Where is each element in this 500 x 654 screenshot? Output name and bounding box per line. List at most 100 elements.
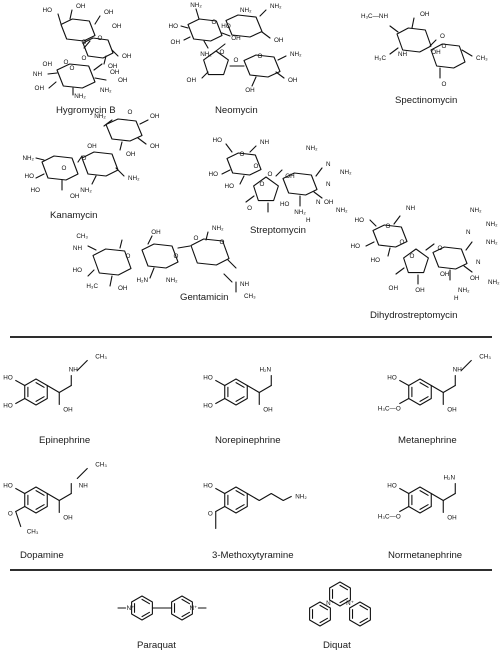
caption-dopamine: Dopamine [20,550,64,561]
substituent-bond [389,47,399,55]
substituent-bond [93,63,103,71]
sugar-ring-bond [190,238,230,266]
substituent-bond [183,36,191,41]
aromatic-bond [339,597,349,604]
sugar-ring-bond [432,246,468,270]
atom-label: HO [203,375,213,382]
caption-hygromycin-b: Hygromycin B [56,105,116,116]
atom-label: OH [187,77,197,84]
ring-bond [349,601,371,627]
atom-label: OH [389,285,399,292]
substituent-bond [365,241,375,247]
sugar-ring-bond [243,54,281,78]
atom-label: NH₂ [240,7,252,14]
atom-label: OH [274,37,284,44]
caption-gentamicin: Gentamicin [180,292,229,303]
atom-label: NH [406,205,416,212]
atom-label: O [70,65,75,72]
substituent-bond [47,72,58,75]
caption-3-methoxytyramine: 3-Methoxytyramine [212,550,294,561]
atom-label: O [442,43,447,50]
atom-label: OH [112,23,122,30]
atom-label: O [440,33,445,40]
atom-label: OH [63,515,73,522]
atom-label: OH [288,77,298,84]
atom-label: O [438,245,443,252]
substituent-bond [425,243,435,251]
atom-label: O [126,253,131,260]
aromatic-bond [141,611,151,618]
aromatic-bond [35,504,45,510]
aromatic-bond [235,504,245,510]
sugar-ring-bond [56,63,96,89]
chain-bond [399,505,410,513]
atom-label: H [306,217,311,224]
atom-label: OH [171,39,181,46]
atom-label: NH₂ [340,169,352,176]
atom-label: CH₃ [95,462,107,469]
atom-label: NH₂ [128,175,140,182]
substituent-bond [261,31,271,39]
atom-label: OH [447,407,457,414]
atom-label: OH [285,173,295,180]
atom-label: N⁺ [189,605,197,612]
atom-label: NH₂ [488,279,500,286]
atom-label: HO [25,173,35,180]
atom-label: OH [118,285,128,292]
atom-label: O [82,155,87,162]
atom-label: O [208,511,213,518]
atom-label: N⁺ [326,600,334,607]
structure-neomycin [180,8,287,87]
atom-label: NH [260,139,270,146]
atom-label: HO [43,7,53,14]
structure-paraquat [117,595,207,621]
atom-label: O [410,253,415,260]
atom-label: NH₂ [486,221,498,228]
chain-bond [215,397,226,405]
atom-label: HO [387,375,397,382]
sugar-ring-bond [105,118,143,142]
atom-label: OH [63,407,73,414]
atom-label: OH [420,11,430,18]
atom-label: NH₂ [22,155,34,162]
chain-bond [76,359,88,372]
structure-streptomycin [221,143,323,213]
atom-label: HO [3,375,13,382]
substituent-bond [387,247,391,257]
chain-bond [215,487,226,495]
atom-label: OH [35,85,45,92]
structure-norepinephrine [215,374,272,406]
atom-label: NH₂ [270,3,282,10]
atom-label: OH [431,49,441,56]
atom-label: OH [104,9,114,16]
substituent-bond [369,219,377,227]
substituent-bond [221,32,231,37]
substituent-bond [259,9,267,17]
caption-metanephrine: Metanephrine [398,435,457,446]
atom-label: N [326,161,331,168]
caption-norepinephrine: Norepinephrine [215,435,281,446]
atom-label: HO [351,243,361,250]
atom-label: H₃C—O [378,406,401,413]
atom-label: NH [240,281,250,288]
substituent-bond [115,167,125,177]
substituent-bond [393,215,401,225]
chain-bond [15,397,26,405]
atom-label: OH [447,515,457,522]
aromatic-bond [181,611,191,618]
atom-label: NH₂ [336,207,348,214]
atom-label: H₃C [374,55,386,62]
substituent-bond [221,169,231,175]
aromatic-bond [419,396,429,402]
atom-label: CH₃ [476,55,488,62]
atom-label: NH₂ [470,207,482,214]
atom-label: NH [33,71,43,78]
atom-label: NH [73,245,83,252]
atom-label: NH₂ [295,494,307,501]
substituent-bond [275,71,285,79]
substituent-bond [119,141,123,151]
ring-bond [253,176,279,202]
substituent-bond [239,175,245,185]
substituent-bond [119,239,123,249]
